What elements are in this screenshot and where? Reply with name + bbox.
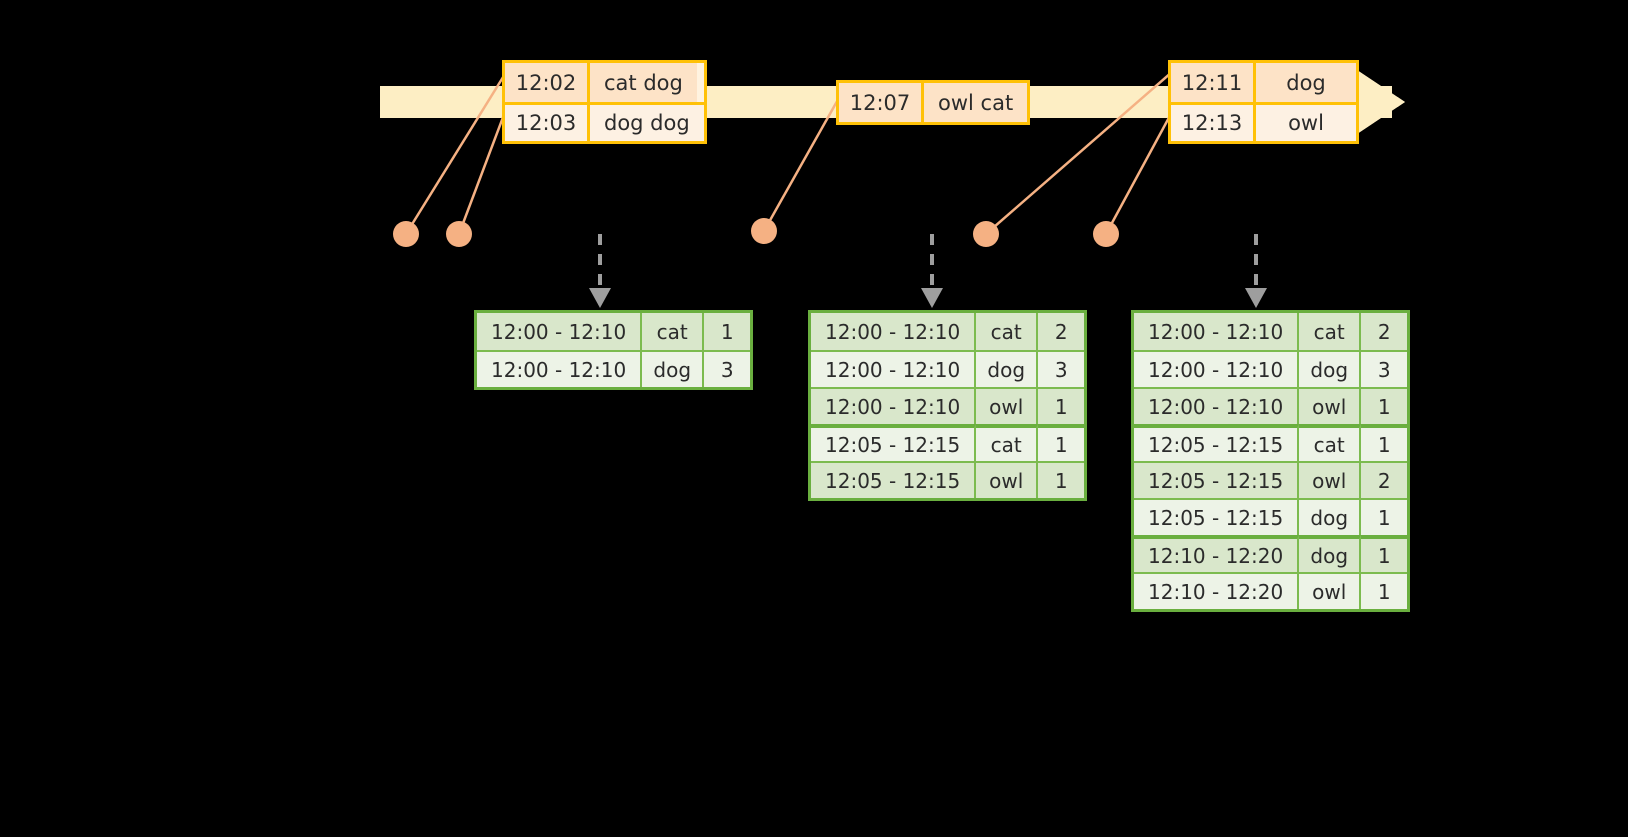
cell-count: 1 xyxy=(1361,424,1408,461)
cell-window: 12:00 - 12:10 xyxy=(1134,313,1300,350)
table-row: 12:10 - 12:20 owl 1 xyxy=(1134,572,1408,609)
emit-arrow-head-1 xyxy=(589,288,611,308)
connector-line-5 xyxy=(1104,111,1174,235)
cell-window: 12:00 - 12:10 xyxy=(811,350,977,387)
cell-count: 2 xyxy=(1361,313,1408,350)
table-row: 12:05 - 12:15 owl 2 xyxy=(1134,461,1408,498)
cell-count: 1 xyxy=(704,313,751,350)
cell-window: 12:10 - 12:20 xyxy=(1134,535,1300,572)
connector-line-3 xyxy=(762,95,842,232)
event-dot-5 xyxy=(1093,221,1119,247)
cell-window: 12:05 - 12:15 xyxy=(1134,461,1300,498)
table-row: 12:00 - 12:10 dog 3 xyxy=(1134,350,1408,387)
table-row: 12:10 - 12:20 dog 1 xyxy=(1134,535,1408,572)
cell-key: cat xyxy=(976,424,1039,461)
event-payload: owl xyxy=(1256,102,1356,141)
table-row: 12:05 - 12:15 dog 1 xyxy=(1134,498,1408,535)
event-row: 12:07 owl cat xyxy=(839,83,1028,122)
cell-key: owl xyxy=(976,461,1039,498)
event-row: 12:02 cat dog xyxy=(505,63,704,102)
table-row: 12:00 - 12:10 dog 3 xyxy=(477,350,751,387)
table-row: 12:00 - 12:10 cat 2 xyxy=(1134,313,1408,350)
cell-key: dog xyxy=(642,350,705,387)
result-table-3[interactable]: 12:00 - 12:10 cat 2 12:00 - 12:10 dog 3 … xyxy=(1131,310,1411,612)
cell-count: 3 xyxy=(1038,350,1085,387)
cell-key: dog xyxy=(976,350,1039,387)
cell-count: 1 xyxy=(1361,572,1408,609)
cell-key: dog xyxy=(1299,350,1362,387)
cell-count: 1 xyxy=(1038,387,1085,424)
table-row: 12:05 - 12:15 cat 1 xyxy=(1134,424,1408,461)
event-time: 12:11 xyxy=(1171,63,1256,102)
event-dot-1 xyxy=(393,221,419,247)
cell-key: cat xyxy=(976,313,1039,350)
cell-key: owl xyxy=(1299,461,1362,498)
cell-key: owl xyxy=(1299,572,1362,609)
table-row: 12:00 - 12:10 owl 1 xyxy=(811,387,1085,424)
cell-window: 12:00 - 12:10 xyxy=(811,387,977,424)
table-row: 12:05 - 12:15 owl 1 xyxy=(811,461,1085,498)
cell-count: 2 xyxy=(1361,461,1408,498)
cell-window: 12:00 - 12:10 xyxy=(477,313,643,350)
cell-window: 12:05 - 12:15 xyxy=(811,424,977,461)
cell-key: owl xyxy=(976,387,1039,424)
cell-count: 1 xyxy=(1038,424,1085,461)
emit-arrow-heads xyxy=(589,288,1267,308)
event-payload: owl cat xyxy=(924,83,1028,122)
cell-key: dog xyxy=(1299,535,1362,572)
cell-count: 3 xyxy=(704,350,751,387)
cell-key: cat xyxy=(1299,313,1362,350)
cell-count: 1 xyxy=(1361,535,1408,572)
table-row: 12:00 - 12:10 cat 1 xyxy=(477,313,751,350)
event-dot-4 xyxy=(973,221,999,247)
cell-window: 12:10 - 12:20 xyxy=(1134,572,1300,609)
cell-count: 3 xyxy=(1361,350,1408,387)
cell-key: cat xyxy=(1299,424,1362,461)
cell-count: 1 xyxy=(1361,387,1408,424)
event-row: 12:11 dog xyxy=(1171,63,1356,102)
event-time: 12:03 xyxy=(505,102,590,141)
cell-key: cat xyxy=(642,313,705,350)
cell-window: 12:00 - 12:10 xyxy=(1134,350,1300,387)
emit-arrow-head-3 xyxy=(1245,288,1267,308)
cell-count: 1 xyxy=(1038,461,1085,498)
event-payload: dog dog xyxy=(590,102,704,141)
cell-key: dog xyxy=(1299,498,1362,535)
table-row: 12:00 - 12:10 owl 1 xyxy=(1134,387,1408,424)
event-dot-3 xyxy=(751,218,777,244)
result-table-2[interactable]: 12:00 - 12:10 cat 2 12:00 - 12:10 dog 3 … xyxy=(808,310,1088,501)
event-box-1[interactable]: 12:02 cat dog 12:03 dog dog xyxy=(502,60,707,144)
emit-arrows xyxy=(598,234,1258,288)
cell-count: 2 xyxy=(1038,313,1085,350)
cell-key: owl xyxy=(1299,387,1362,424)
event-box-2[interactable]: 12:07 owl cat xyxy=(836,80,1031,125)
result-table-1[interactable]: 12:00 - 12:10 cat 1 12:00 - 12:10 dog 3 xyxy=(474,310,754,390)
emit-arrow-head-2 xyxy=(921,288,943,308)
table-row: 12:05 - 12:15 cat 1 xyxy=(811,424,1085,461)
event-payload: dog xyxy=(1256,63,1356,102)
cell-window: 12:05 - 12:15 xyxy=(1134,424,1300,461)
cell-window: 12:00 - 12:10 xyxy=(477,350,643,387)
cell-count: 1 xyxy=(1361,498,1408,535)
table-row: 12:00 - 12:10 cat 2 xyxy=(811,313,1085,350)
event-dots xyxy=(393,218,1119,247)
event-time: 12:13 xyxy=(1171,102,1256,141)
event-box-3[interactable]: 12:11 dog 12:13 owl xyxy=(1168,60,1359,144)
cell-window: 12:05 - 12:15 xyxy=(811,461,977,498)
event-payload: cat dog xyxy=(590,63,697,102)
event-dot-2 xyxy=(446,221,472,247)
connector-line-2 xyxy=(457,111,507,235)
cell-window: 12:05 - 12:15 xyxy=(1134,498,1300,535)
event-row: 12:13 owl xyxy=(1171,102,1356,141)
event-time: 12:02 xyxy=(505,63,590,102)
cell-window: 12:00 - 12:10 xyxy=(1134,387,1300,424)
table-row: 12:00 - 12:10 dog 3 xyxy=(811,350,1085,387)
cell-window: 12:00 - 12:10 xyxy=(811,313,977,350)
event-row: 12:03 dog dog xyxy=(505,102,704,141)
event-time: 12:07 xyxy=(839,83,924,122)
connector-line-1 xyxy=(404,73,507,235)
